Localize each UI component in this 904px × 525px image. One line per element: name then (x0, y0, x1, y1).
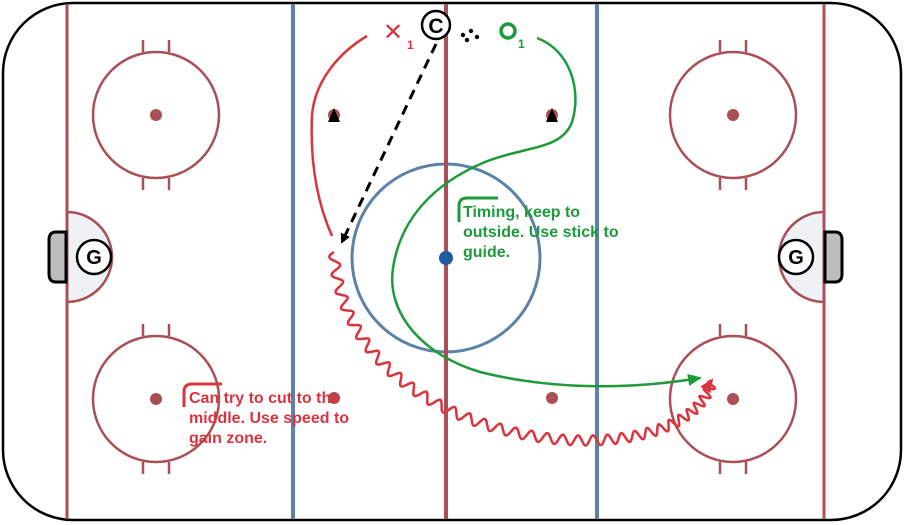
goalie-label: G (788, 247, 804, 269)
defender-coaching-note: Timing, keep to outside. Use stick to gu… (463, 203, 619, 263)
faceoff-dot (727, 393, 739, 405)
defender-player-o1: 1 (499, 22, 525, 51)
note-line: outside. Use stick to (463, 224, 619, 241)
left-goalie: G (75, 238, 113, 276)
right-goalie: G (777, 238, 815, 276)
player-o-number: 1 (518, 37, 525, 51)
faceoff-dot (546, 392, 558, 404)
puck-pile (460, 28, 480, 43)
cone-icon (328, 108, 340, 122)
center-faceoff-dot (439, 251, 453, 265)
cone-icon (546, 108, 558, 122)
faceoff-circle-bottom-left (91, 324, 221, 474)
forward-note-bracket (182, 382, 222, 407)
note-line: Can try to cut to the (189, 390, 341, 407)
faceoff-dot (150, 393, 162, 405)
faceoff-dot (150, 109, 162, 121)
defender-note-bracket (457, 196, 498, 222)
note-line: Timing, keep to (463, 204, 581, 221)
left-goal-net (47, 230, 68, 284)
pass-arrow (340, 43, 438, 244)
forward-stickhandling-path (328, 250, 717, 447)
forward-coaching-note: Can try to cut to the middle. Use speed … (189, 389, 349, 449)
coach-marker: C (420, 9, 452, 41)
defender-skate-path (390, 36, 702, 388)
note-line: middle. Use speed to (189, 410, 350, 427)
faceoff-dot (328, 392, 340, 404)
faceoff-circle-top-left (91, 40, 221, 190)
faceoff-circle-bottom-right (668, 324, 798, 474)
player-x-number: 1 (407, 38, 414, 52)
coach-label: C (428, 15, 443, 38)
forward-player-x1: ✕ 1 (383, 19, 414, 52)
goalie-label: G (86, 247, 102, 269)
faceoff-dot (727, 109, 739, 121)
note-line: gain zone. (189, 430, 268, 447)
note-line: guide. (463, 244, 511, 261)
right-goal-net (823, 230, 844, 284)
player-x-icon: ✕ (383, 19, 403, 46)
forward-skate-path (310, 34, 368, 237)
faceoff-circle-top-right (668, 40, 798, 190)
